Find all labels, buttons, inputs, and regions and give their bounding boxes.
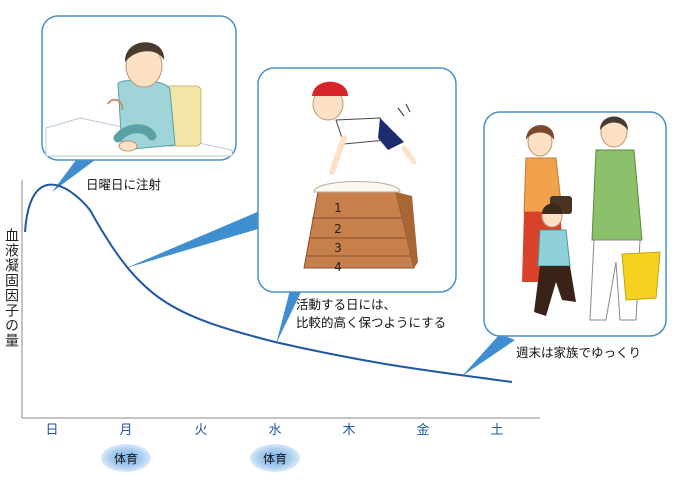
activity-callout-tail xyxy=(126,210,268,268)
activity-curve-pointer xyxy=(276,290,302,344)
day-label-sun: 日 xyxy=(45,423,59,438)
father-shirt xyxy=(591,149,643,241)
gym-shorts xyxy=(378,118,404,150)
pe-badge-mon: 体育 xyxy=(101,444,151,472)
vault-number-1: 1 xyxy=(334,201,342,215)
injection-callout-tail xyxy=(52,160,95,192)
gymnast-leg xyxy=(401,145,417,165)
activity-caption-line1: 活動する日には、 xyxy=(296,297,397,312)
child-pants xyxy=(534,266,576,316)
vaulting-box-top xyxy=(313,181,401,193)
vault-number-2: 2 xyxy=(334,222,342,236)
boy-arm xyxy=(113,124,157,143)
red-cap xyxy=(312,81,348,96)
motion-lines xyxy=(397,103,411,117)
day-label-wed: 水 xyxy=(268,423,282,438)
vault-number-3: 3 xyxy=(334,241,342,255)
mother-hair xyxy=(526,125,555,140)
day-label-mon: 月 xyxy=(119,423,133,438)
weekend-callout-tail xyxy=(462,334,515,376)
gymnast-arm xyxy=(329,135,347,175)
day-label-sat: 土 xyxy=(490,423,504,438)
injection-scene xyxy=(41,15,237,161)
y-axis-label: 血液凝固因子の量 xyxy=(3,228,19,348)
child-hair xyxy=(542,203,563,214)
activity-scene: 1 2 3 4 xyxy=(257,67,457,293)
weekend-scene xyxy=(483,111,667,337)
boy-hand xyxy=(118,140,138,152)
vaulting-box xyxy=(303,191,415,269)
day-label-fri: 金 xyxy=(416,423,430,438)
injection-caption: 日曜日に注射 xyxy=(86,177,162,192)
day-label-thu: 木 xyxy=(342,423,356,438)
yellow-shopping-bag xyxy=(621,251,661,301)
boy-hand-upper xyxy=(107,98,124,111)
boy-hair xyxy=(124,42,165,62)
weekend-caption: 週末は家族でゆっくり xyxy=(516,345,642,360)
boy-shirt xyxy=(117,79,176,151)
child-shirt xyxy=(537,229,571,267)
activity-caption-line2: 比較的高く保つようにする xyxy=(296,315,447,330)
factor-level-curve xyxy=(24,183,513,383)
day-label-tue: 火 xyxy=(194,423,208,438)
vault-number-4: 4 xyxy=(334,260,342,274)
father-hair xyxy=(600,116,628,130)
pe-badge-wed: 体育 xyxy=(250,444,300,472)
vaulting-box-side xyxy=(396,192,418,268)
